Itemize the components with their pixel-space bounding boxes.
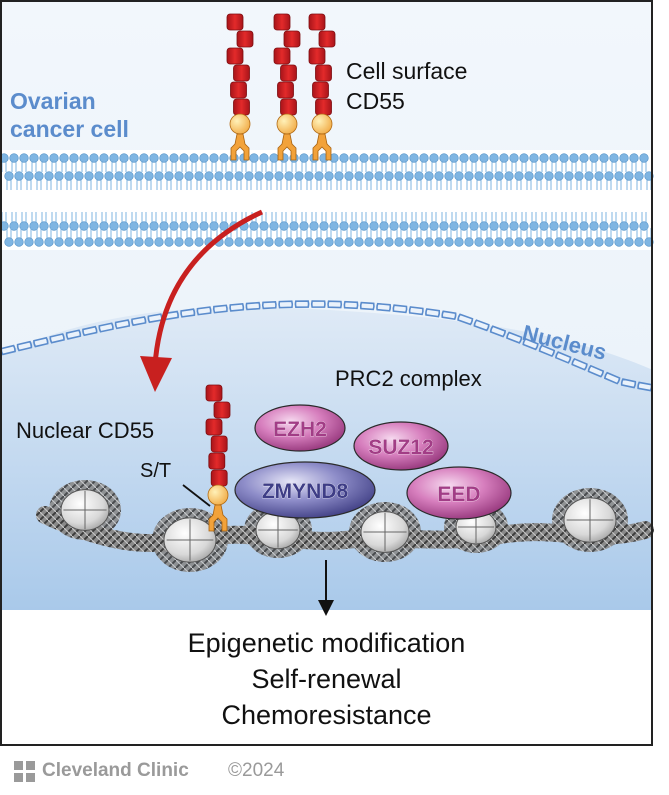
cell-type-label-1: Ovarian (10, 88, 96, 114)
protein-label: ZMYND8 (262, 480, 349, 503)
outcome-epigenetic: Epigenetic modification (187, 628, 466, 658)
surface-cd55-protein (226, 13, 254, 161)
protein-zmynd8: ZMYND8 (234, 461, 376, 519)
st-label: S/T (140, 460, 172, 482)
outcome-arrowhead (318, 600, 334, 616)
cell-type-label-2: cancer cell (10, 116, 129, 142)
nucleosome (552, 488, 628, 552)
cell-surface-label-2: CD55 (346, 88, 405, 114)
nucleosome (349, 502, 421, 562)
prc2-label: PRC2 complex (335, 366, 482, 391)
surface-cd55-group (226, 13, 336, 161)
cell-membrane (0, 150, 654, 250)
protein-label: EZH2 (273, 418, 327, 441)
nucleosome (244, 502, 312, 558)
outcome-background (0, 610, 653, 745)
nuclear-cd55-label: Nuclear CD55 (16, 418, 155, 443)
protein-suz12: SUZ12 (353, 421, 449, 471)
translocation-arrow (152, 209, 264, 366)
protein-label: SUZ12 (368, 436, 433, 459)
protein-eed: EED (406, 466, 512, 520)
surface-cd55-protein (273, 13, 301, 161)
figure-frame (0, 0, 653, 746)
footer-brand: Cleveland Clinic (42, 760, 189, 781)
translocation-arrowhead (140, 356, 172, 392)
protein-label: EED (437, 483, 480, 506)
outcome-self-renewal: Self-renewal (251, 664, 402, 694)
cell-surface-label-1: Cell surface (346, 58, 468, 84)
surface-cd55-protein (308, 13, 336, 161)
nucleosome (49, 480, 121, 540)
cleveland-clinic-logo-icon (14, 761, 35, 782)
protein-ezh2: EZH2 (254, 404, 346, 452)
outcome-chemoresistance: Chemoresistance (221, 700, 432, 730)
nuclear-envelope (0, 300, 653, 392)
st-pointer-line (182, 484, 211, 507)
nuclear-cd55-protein (205, 384, 231, 532)
nucleosome-group (49, 480, 628, 572)
footer-copyright: ©2024 (228, 760, 285, 781)
